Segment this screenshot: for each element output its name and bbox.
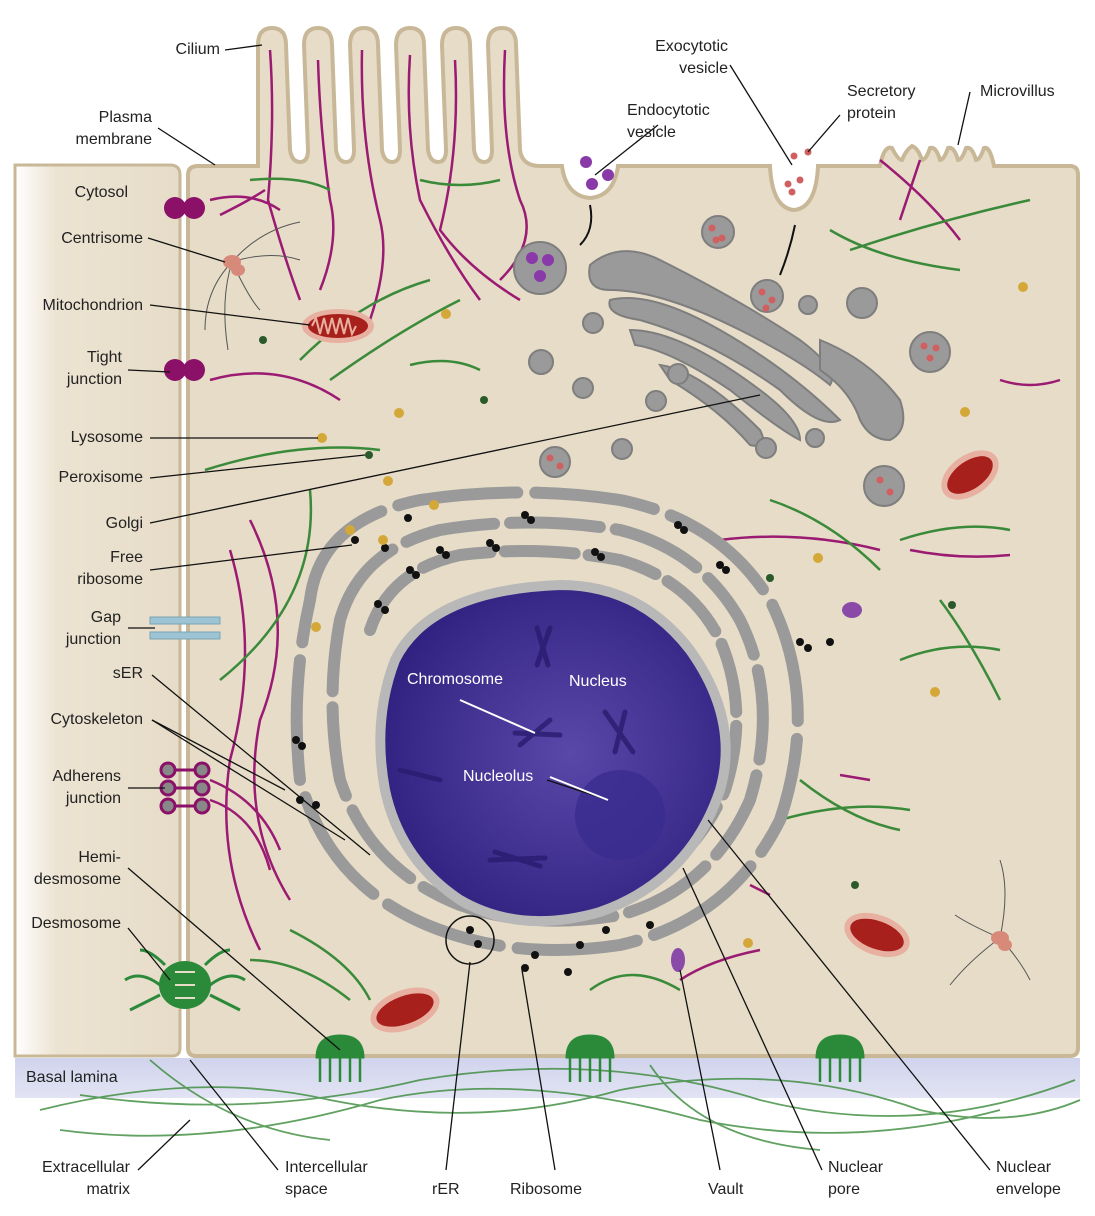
- label-hemidesmosome: Hemi-desmosome: [33, 849, 121, 888]
- secretory-proteins: [546, 148, 940, 496]
- transport-arrows: [579, 204, 796, 276]
- label-desmosome: Desmosome: [31, 915, 121, 932]
- label-microvillus: Microvillus: [980, 83, 1055, 100]
- label-nucleus: Nucleus: [569, 673, 627, 690]
- nucleolus: [575, 770, 665, 860]
- nucleus-leader-lines: [459, 699, 609, 801]
- mitochondria: [302, 309, 999, 1033]
- label-golgi: Golgi: [105, 515, 143, 532]
- label-centrisome: Centrisome: [61, 230, 143, 247]
- microtubules: [204, 177, 1031, 1001]
- endocytosed-particles: [526, 156, 614, 282]
- lysosomes: [311, 282, 1028, 948]
- desmosome: [124, 948, 246, 1012]
- tight-junctions: [164, 197, 205, 381]
- label-nucleolus: Nucleolus: [463, 768, 534, 785]
- label-cilium: Cilium: [175, 41, 220, 58]
- label-mitochondrion: Mitochondrion: [42, 297, 144, 314]
- microfilaments: [209, 49, 1061, 982]
- centrosomes: [204, 221, 1031, 986]
- label-basal-lamina: Basal lamina: [26, 1069, 118, 1086]
- ribosomes: [292, 511, 834, 976]
- label-peroxisome: Peroxisome: [58, 469, 143, 486]
- label-cytosol: Cytosol: [74, 184, 128, 201]
- gap-junction: [149, 616, 221, 640]
- label-lysosome: Lysosome: [70, 429, 143, 446]
- vaults: [671, 602, 862, 972]
- label-vault: Vault: [708, 1181, 744, 1198]
- leader-lines: [127, 44, 991, 1171]
- adherens-junction: [159, 761, 211, 815]
- peroxisomes: [259, 336, 956, 889]
- nucleus: [375, 579, 731, 927]
- extracellular-fibres: [39, 1059, 1081, 1151]
- label-cytoskeleton: Cytoskeleton: [50, 711, 144, 728]
- label-ribosome: Ribosome: [510, 1181, 583, 1198]
- label-ser: sER: [112, 665, 143, 682]
- chromosomes: [397, 625, 636, 869]
- neighbor-cell: [13, 163, 182, 1058]
- label-rer: rER: [432, 1181, 460, 1198]
- label-chromosome: Chromosome: [407, 671, 504, 688]
- hemidesmosomes: [315, 1034, 865, 1082]
